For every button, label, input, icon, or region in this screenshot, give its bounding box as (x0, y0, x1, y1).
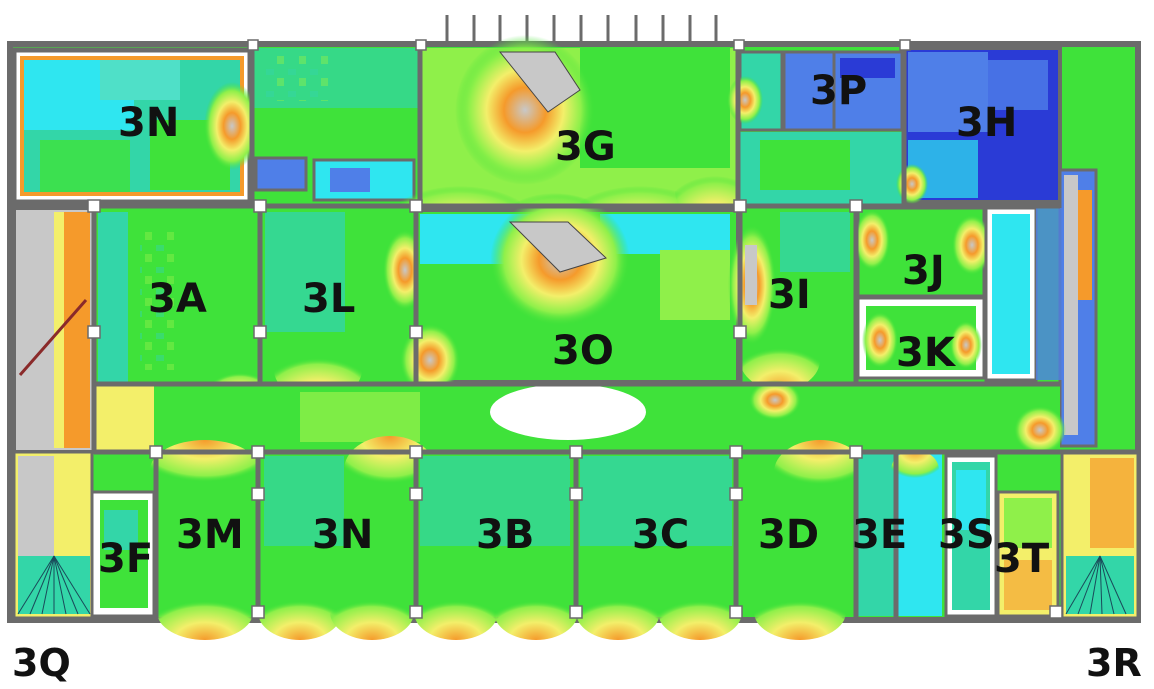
room-3G (400, 35, 755, 235)
label-3O: 3O (552, 328, 614, 374)
room-3R-stair (1060, 450, 1140, 620)
room-3C (576, 452, 742, 640)
roof-vents (445, 15, 718, 44)
label-3H: 3H (956, 100, 1017, 146)
room-labels: 3N 3G 3P 3H 3A 3L 3O 3I 3J 3K 3F 3M 3N 3… (98, 68, 1050, 582)
label-3J: 3J (902, 248, 945, 294)
room-3E (856, 450, 942, 616)
room-3N-top (11, 47, 260, 205)
label-3C: 3C (632, 512, 689, 558)
room-3D (738, 440, 866, 640)
label-3A: 3A (148, 276, 207, 322)
label-3F: 3F (98, 536, 153, 582)
label-3L: 3L (302, 276, 355, 322)
column-posts (87, 39, 1063, 619)
upper-corridor (252, 48, 422, 208)
room-3H (896, 46, 1062, 204)
room-cyan-strip (984, 206, 1062, 382)
right-corridor (1058, 168, 1098, 448)
label-3D: 3D (758, 512, 819, 558)
room-3Q-stair (12, 450, 94, 620)
interior-walls (10, 46, 1138, 618)
central-corridor (94, 380, 1066, 454)
label-3N-bottom: 3N (312, 512, 373, 558)
label-3R: 3R (1086, 641, 1142, 685)
label-3T: 3T (994, 536, 1050, 582)
room-3B (414, 452, 578, 640)
room-3T (996, 490, 1060, 618)
room-3S (944, 454, 998, 618)
label-3P: 3P (810, 68, 867, 114)
label-3I: 3I (768, 272, 811, 318)
label-3B: 3B (476, 512, 534, 558)
label-3Q: 3Q (12, 641, 71, 685)
left-corridor (12, 206, 96, 454)
label-3G: 3G (555, 124, 616, 170)
room-3A (94, 208, 266, 398)
room-3M (150, 440, 260, 640)
room-3I (728, 208, 856, 390)
label-3S: 3S (938, 512, 995, 558)
label-3K: 3K (896, 330, 957, 376)
label-3E: 3E (852, 512, 907, 558)
label-3M: 3M (176, 512, 244, 558)
room-3J (854, 206, 992, 298)
label-3N-top: 3N (118, 100, 179, 146)
